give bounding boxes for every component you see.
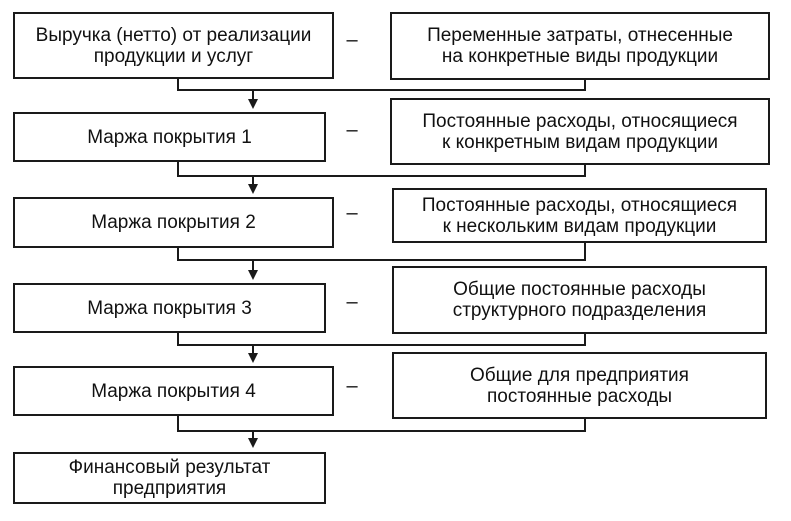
minus-sign-4: – (346, 291, 358, 313)
minus-sign-3: – (346, 202, 358, 224)
bracket-line-2 (177, 162, 586, 177)
contribution-margin-3-box: Маржа покрытия 3 (13, 283, 326, 333)
minus-sign-2: – (346, 119, 358, 141)
variable-costs-box: Переменные затраты, отнесенные на конкре… (390, 12, 770, 80)
product-fixed-costs-box: Постоянные расходы, относящиеся к конкре… (390, 98, 770, 165)
financial-result-box: Финансовый результат предприятия (13, 452, 326, 504)
revenue-box: Выручка (нетто) от реализации продукции … (13, 12, 334, 79)
contribution-margin-2-box: Маржа покрытия 2 (13, 197, 334, 248)
bracket-line-3 (177, 243, 586, 261)
enterprise-fixed-costs-box: Общие для предприятия постоянные расходы (392, 352, 767, 419)
minus-sign-5: – (346, 375, 358, 397)
bracket-line-1 (177, 79, 586, 91)
contribution-margin-4-box: Маржа покрытия 4 (13, 366, 334, 416)
division-fixed-costs-box: Общие постоянные расходы структурного по… (392, 266, 767, 334)
bracket-line-5 (177, 416, 586, 432)
contribution-margin-1-box: Маржа покрытия 1 (13, 112, 326, 162)
minus-sign-1: – (346, 29, 358, 51)
multi-product-fixed-costs-box: Постоянные расходы, относящиеся к нескол… (392, 188, 767, 243)
bracket-line-4 (177, 333, 586, 346)
